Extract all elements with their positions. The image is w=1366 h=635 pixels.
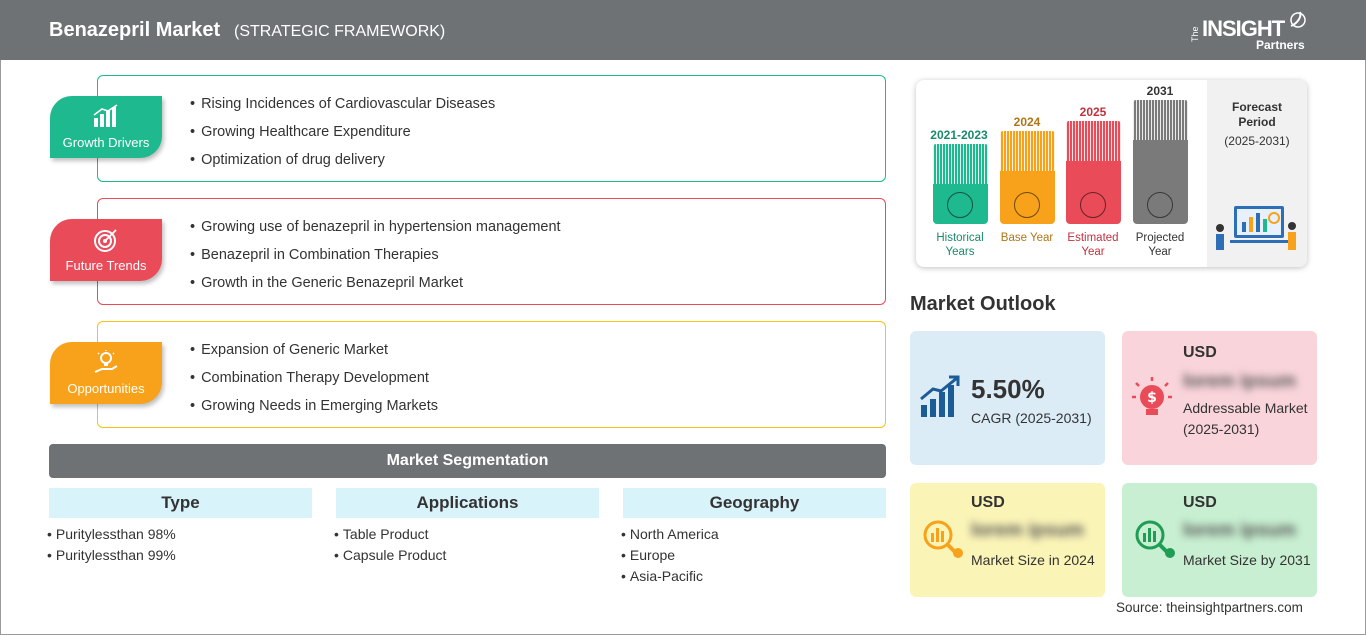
timeline-caption-base: Base Year bbox=[1000, 232, 1054, 244]
future-trends-label: Future Trends bbox=[65, 258, 147, 273]
segment-list-type: Puritylessthan 98% Puritylessthan 99% bbox=[47, 525, 176, 567]
timeline-caption-historical: Historical Years bbox=[936, 232, 984, 258]
segment-list-applications: Table Product Capsule Product bbox=[334, 525, 447, 567]
logo-partners: Partners bbox=[1256, 38, 1305, 52]
list-item: Europe bbox=[621, 546, 719, 567]
logo-the: The bbox=[1190, 26, 1200, 42]
segment-heading-type: Type bbox=[49, 488, 312, 518]
market-outlook-title: Market Outlook bbox=[910, 293, 1056, 315]
dollar-lightbulb-icon: $ bbox=[1132, 377, 1172, 415]
size2031-usd: USD bbox=[1183, 494, 1217, 511]
calendar-icon bbox=[1014, 192, 1040, 218]
list-item: Table Product bbox=[334, 525, 446, 546]
timeline-year-projected: 2031 bbox=[1146, 84, 1174, 98]
cagr-card: 5.50% CAGR (2025-2031) bbox=[910, 331, 1105, 465]
list-item: Puritylessthan 99% bbox=[47, 546, 176, 567]
addressable-value: lorem ipsum bbox=[1183, 371, 1296, 392]
timeline-bar-base bbox=[1000, 131, 1055, 224]
timeline-year-historical: 2021-2023 bbox=[930, 128, 988, 142]
history-clock-icon bbox=[947, 192, 973, 218]
opportunities-list: Expansion of Generic Market Combination … bbox=[190, 340, 438, 424]
timeline-caption-estimated: Estimated Year bbox=[1067, 232, 1119, 258]
timeline-bar-estimated bbox=[1066, 121, 1121, 224]
market-segmentation-header: Market Segmentation bbox=[49, 444, 886, 478]
bar-chart-icon bbox=[93, 104, 118, 127]
list-item: Growth in the Generic Benazepril Market bbox=[190, 273, 561, 301]
growth-chart-icon bbox=[920, 375, 960, 417]
list-item: Optimization of drug delivery bbox=[190, 150, 495, 178]
presentation-icon bbox=[1147, 192, 1173, 218]
size2031-label: Market Size by 2031 bbox=[1183, 552, 1311, 568]
timeline-year-estimated: 2025 bbox=[1079, 105, 1107, 119]
timeline-bar-historical bbox=[933, 144, 988, 224]
list-item: Expansion of Generic Market bbox=[190, 340, 438, 368]
magnifier-chart-icon bbox=[1135, 520, 1175, 558]
growth-drivers-list: Rising Incidences of Cardiovascular Dise… bbox=[190, 94, 495, 178]
forecast-period-label: Forecast Period (2025-2031) bbox=[1216, 100, 1298, 149]
opportunities-label: Opportunities bbox=[67, 381, 145, 396]
market-size-2031-card: USD lorem ipsum Market Size by 2031 bbox=[1122, 483, 1317, 597]
segment-heading-applications: Applications bbox=[336, 488, 599, 518]
timeline-caption-projected: Projected Year bbox=[1135, 232, 1185, 258]
list-item: Puritylessthan 98% bbox=[47, 525, 176, 546]
future-trends-badge: Future Trends bbox=[50, 219, 162, 281]
market-size-2024-card: USD lorem ipsum Market Size in 2024 bbox=[910, 483, 1105, 597]
source-citation[interactable]: Source: theinsightpartners.com bbox=[1116, 600, 1303, 615]
list-item: Benazepril in Combination Therapies bbox=[190, 245, 561, 273]
list-item: Asia-Pacific bbox=[621, 567, 719, 588]
size2031-value: lorem ipsum bbox=[1183, 520, 1296, 541]
target-icon bbox=[94, 229, 117, 252]
magnifier-chart-icon bbox=[923, 520, 963, 558]
list-item: Rising Incidences of Cardiovascular Dise… bbox=[190, 94, 495, 122]
logo-swoosh-icon bbox=[1290, 11, 1306, 28]
segment-list-geography: North America Europe Asia-Pacific bbox=[621, 525, 719, 588]
growth-drivers-label: Growth Drivers bbox=[62, 135, 150, 150]
forecast-period-title: Forecast Period bbox=[1231, 100, 1283, 129]
addressable-usd: USD bbox=[1183, 344, 1217, 361]
list-item: Growing Needs in Emerging Markets bbox=[190, 396, 438, 424]
logo-insight: INSIGHT bbox=[1202, 16, 1285, 41]
addressable-label: Addressable Market (2025-2031) bbox=[1183, 400, 1308, 437]
size2024-value: lorem ipsum bbox=[971, 520, 1084, 541]
future-trends-list: Growing use of benazepril in hypertensio… bbox=[190, 217, 561, 301]
cagr-value: 5.50% bbox=[971, 374, 1045, 404]
analytics-people-illustration-icon bbox=[1216, 206, 1296, 250]
segment-heading-geography: Geography bbox=[623, 488, 886, 518]
svg-text:$: $ bbox=[1147, 390, 1157, 406]
list-item: Capsule Product bbox=[334, 546, 447, 567]
timeline-card: 2021-2023 Historical Years 2024 Base Yea… bbox=[916, 80, 1307, 267]
addressable-market-card: USD lorem ipsum $ Addressable Market (20… bbox=[1122, 331, 1317, 465]
opportunities-badge: Opportunities bbox=[50, 342, 162, 404]
gears-icon bbox=[1080, 192, 1106, 218]
header-bar: Benazepril Market (STRATEGIC FRAMEWORK) … bbox=[0, 0, 1366, 60]
future-trends-panel: Growing use of benazepril in hypertensio… bbox=[97, 198, 886, 305]
size2024-usd: USD bbox=[971, 494, 1005, 511]
timeline-year-base: 2024 bbox=[1013, 115, 1041, 129]
growth-drivers-panel: Rising Incidences of Cardiovascular Dise… bbox=[97, 75, 886, 182]
list-item: North America bbox=[621, 525, 719, 546]
lightbulb-hand-icon bbox=[94, 350, 118, 373]
list-item: Combination Therapy Development bbox=[190, 368, 438, 396]
growth-drivers-badge: Growth Drivers bbox=[50, 96, 162, 158]
size2024-label: Market Size in 2024 bbox=[971, 552, 1095, 568]
list-item: Growing use of benazepril in hypertensio… bbox=[190, 217, 561, 245]
timeline-bar-projected bbox=[1133, 100, 1188, 224]
opportunities-panel: Expansion of Generic Market Combination … bbox=[97, 321, 886, 428]
insight-partners-logo[interactable]: The INSIGHT Partners bbox=[1190, 10, 1310, 54]
list-item: Growing Healthcare Expenditure bbox=[190, 122, 495, 150]
forecast-period-range: (2025-2031) bbox=[1224, 134, 1290, 148]
page-title: Benazepril Market bbox=[49, 19, 221, 41]
page-subtitle: (STRATEGIC FRAMEWORK) bbox=[234, 23, 446, 40]
cagr-label: CAGR (2025-2031) bbox=[971, 410, 1092, 426]
